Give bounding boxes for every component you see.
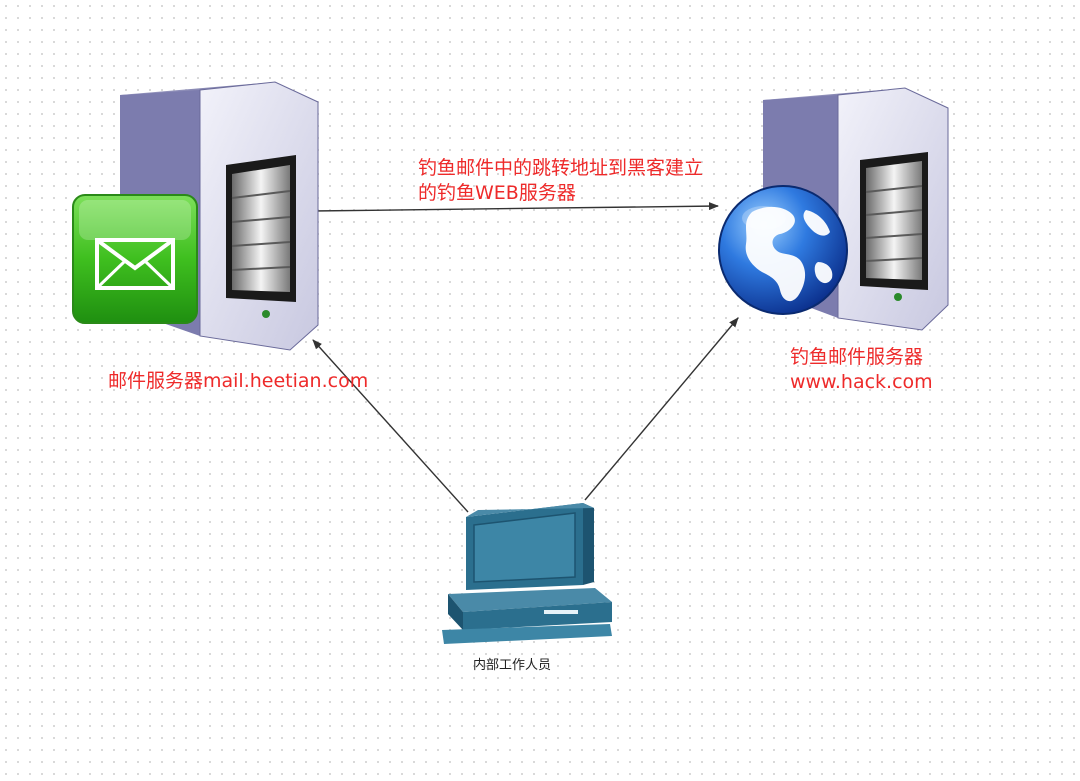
phishing-link-label-line2: 的钓鱼WEB服务器: [418, 182, 576, 204]
phishing-link-label: 钓鱼邮件中的跳转地址到黑客建立 的钓鱼WEB服务器: [418, 156, 703, 206]
arrow-employee-to-mail-server: [312, 339, 469, 513]
phishing-server-label-line2: www.hack.com: [790, 371, 933, 393]
mail-server-label: 邮件服务器mail.heetian.com: [108, 370, 369, 392]
employee-label: 内部工作人员: [473, 658, 552, 673]
envelope-icon: [72, 194, 198, 324]
globe-icon: [718, 185, 848, 315]
workstation-icon: [442, 503, 612, 644]
phishing-server-label-line1: 钓鱼邮件服务器: [790, 346, 924, 368]
phishing-server-label: 钓鱼邮件服务器 www.hack.com: [790, 345, 933, 395]
arrow-employee-to-phishing-server: [584, 317, 739, 501]
arrow-mail-to-phishing: [311, 202, 719, 212]
phishing-link-label-line1: 钓鱼邮件中的跳转地址到黑客建立: [418, 157, 704, 179]
